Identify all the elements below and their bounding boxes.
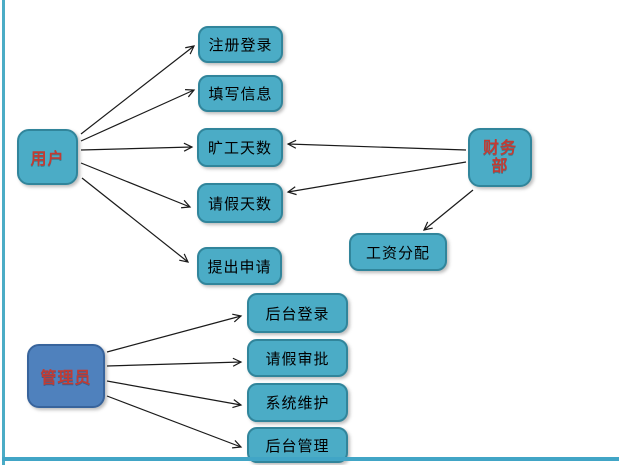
usecase-submit-application-label: 提出申请 <box>207 258 272 276</box>
actor-finance-label: 财务部 <box>482 139 517 175</box>
usecase-register-login-label: 注册登录 <box>208 37 273 54</box>
usecase-salary-distribution: 工资分配 <box>349 233 447 271</box>
actor-user-label: 用户 <box>30 151 65 168</box>
edge-用户-旷工天数 <box>80 142 194 152</box>
usecase-submit-application: 提出申请 <box>197 247 282 285</box>
usecase-backend-login-label: 后台登录 <box>265 305 330 323</box>
usecase-system-maintenance: 系统维护 <box>247 383 348 422</box>
edge-管理员-后台登录 <box>106 313 243 353</box>
actor-user: 用户 <box>17 129 78 185</box>
edge-财务部-工资分配 <box>422 189 474 231</box>
usecase-register-login: 注册登录 <box>198 26 283 63</box>
actor-finance: 财务部 <box>468 128 532 187</box>
edge-用户-提出申请 <box>81 177 190 263</box>
edge-用户-请假天数 <box>80 162 192 209</box>
usecase-leave-approval-label: 请假审批 <box>265 350 330 368</box>
usecase-absence-days: 旷工天数 <box>197 128 283 167</box>
usecase-salary-distribution-label: 工资分配 <box>365 244 430 262</box>
edge-管理员-系统维护 <box>106 380 243 409</box>
edge-用户-注册登录 <box>80 45 196 135</box>
actor-admin-label: 管理员 <box>40 370 92 387</box>
edge-管理员-请假审批 <box>106 357 243 367</box>
usecase-absence-days-label: 旷工天数 <box>207 140 272 157</box>
usecase-fill-info-label: 填写信息 <box>208 86 273 103</box>
usecase-backend-management-label: 后台管理 <box>265 437 330 455</box>
usecase-leave-days-label: 请假天数 <box>207 195 272 213</box>
edge-财务部-旷工天数 <box>286 139 467 151</box>
page-border-left <box>2 0 5 465</box>
page-border-bottom <box>2 457 619 461</box>
usecase-system-maintenance-label: 系统维护 <box>265 395 330 412</box>
usecase-backend-login: 后台登录 <box>247 293 348 333</box>
edge-用户-填写信息 <box>80 89 196 142</box>
usecase-leave-approval: 请假审批 <box>247 339 348 377</box>
usecase-leave-days: 请假天数 <box>197 183 283 223</box>
actor-admin: 管理员 <box>27 344 105 408</box>
usecase-fill-info: 填写信息 <box>198 75 283 112</box>
edge-财务部-请假天数 <box>286 161 467 196</box>
edge-管理员-后台管理 <box>106 395 243 449</box>
